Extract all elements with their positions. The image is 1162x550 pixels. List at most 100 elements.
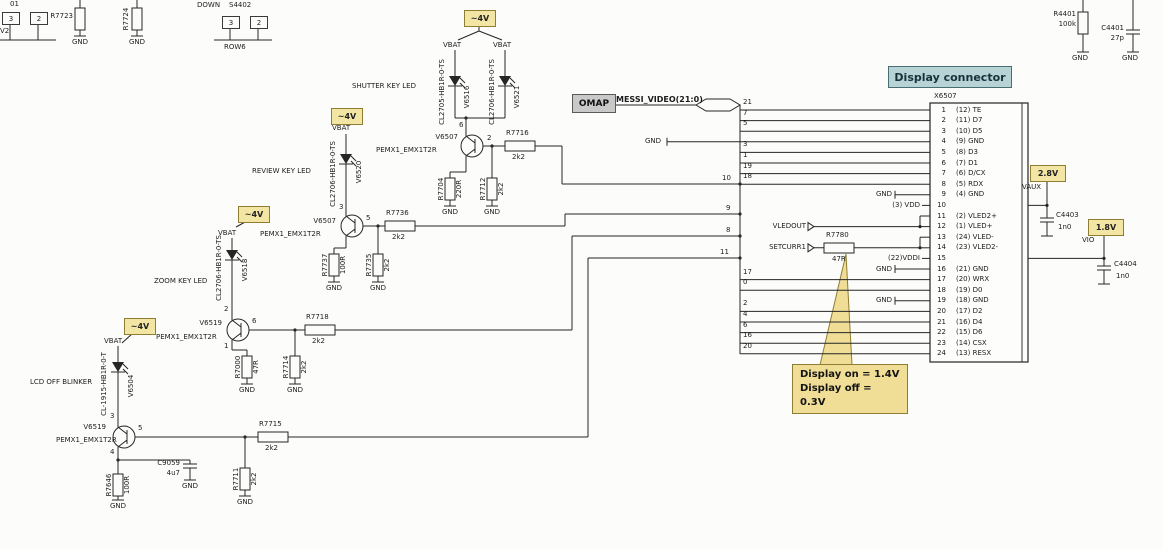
resistor-value: 100R [123,475,131,495]
bus-bit-number: 6 [743,320,748,329]
connector-pin-number: 16 [937,264,946,273]
rail-4v-label: ~4V [464,10,496,27]
bus-net-name: MESSI_VIDEO(21:0) [616,95,703,104]
resistor-ref: R7000 [234,355,242,379]
transistor-symbols [112,134,484,449]
resistor-value: 2k2 [312,337,325,345]
gnd-label: GND [129,38,146,46]
connector-pin-number: 6 [941,158,946,167]
connector-pin-function: (23) VLED2- [956,243,999,252]
connector-pin-function: (14) CSX [956,338,987,347]
frag-net-label: V2 [0,27,10,35]
resistor-value: 2k2 [392,233,405,241]
bus-bit-number: 19 [743,161,752,170]
led-ref: V6504 [127,374,135,398]
group-title: SHUTTER KEY LED [352,82,416,90]
connector-pin-number: 18 [937,285,946,294]
resistor-value: 47R [832,255,846,263]
connector-pin-number: 15 [937,253,946,262]
switch-ref: S4402 [229,1,252,9]
bus-bit-number: 0 [743,278,748,287]
bus-bit-number: 7 [743,108,748,117]
bus-bit-number: 2 [743,299,748,308]
connector-pin-number: 23 [937,338,946,347]
connector-pin-number: 11 [937,211,946,220]
junction-dots [116,116,1106,462]
bus-bit-number: 11 [720,248,729,256]
capacitor-value: 27p [1110,34,1124,42]
resistor-ref: R7723 [50,12,73,20]
vbat-label: VBAT [332,124,351,132]
gnd-label: GND [1072,54,1089,62]
connector-pin-function: (12) TE [956,105,982,114]
connector-pin-function: (6) D/CX [956,169,986,178]
connector-pin-function: (15) D6 [956,328,983,337]
connector-pin-function: (9) GND [956,137,985,146]
capacitor-ref: C9059 [157,459,180,467]
gnd-label: GND [326,284,343,292]
omap-block-label: OMAP [572,94,616,113]
bus-bit-number: 17 [743,267,752,276]
connector-ref: X6507 [934,92,957,100]
rail-2v8-label: 2.8V [1030,165,1066,182]
resistor-value: 2k2 [497,182,505,196]
connector-pin-number: 17 [937,275,946,284]
bus-bit-number: 5 [743,119,748,128]
setcurr1-flag [807,242,815,253]
connector-pin-function: (19) D0 [956,285,983,294]
resistor-value: 2k2 [250,472,258,486]
connector-pin-function: (18) GND [956,296,989,305]
resistor-ref: R7718 [306,313,329,321]
resistor-ref: R4401 [1053,10,1076,18]
gnd-label: GND [875,264,892,273]
connector-pin-function: (16) D4 [956,317,983,326]
connector-pin-function: (5) RDX [956,179,984,188]
bus-bit-number: 4 [743,310,748,318]
connector-pin-function: (24) VLED- [956,232,994,241]
resistor-value: 100k [1058,20,1076,28]
resistor-ref: R7737 [321,253,329,277]
connector-pin-function: (11) D7 [956,116,983,125]
group-title: LCD OFF BLINKER [30,378,93,386]
transistor-pin: 6 [459,121,464,129]
resistor-ref: R7716 [506,129,529,137]
bus-bit-number: 8 [726,226,731,234]
led-ref: V6520 [355,160,363,184]
group-title: REVIEW KEY LED [252,167,311,175]
connector-pin-number: 22 [937,328,946,337]
led-symbols [112,76,511,372]
connector-pin-wires [666,109,930,355]
connector-pin-number: 24 [937,349,946,358]
connector-pin-number: 1 [941,105,946,114]
capacitor-ref: C4403 [1056,211,1079,219]
resistor-ref: R7646 [105,473,113,497]
led-ref: V6516 [463,85,471,109]
vbat-label: VBAT [443,41,462,49]
resistor-ref: R7704 [437,177,445,201]
connector-pin-function: (2) VLED2+ [956,211,997,220]
resistor-ref: R7736 [386,209,409,217]
connector-pin-number: 4 [941,137,946,146]
connector-pin-function: (8) D3 [956,147,978,156]
connector-pin-number: 14 [937,243,946,252]
transistor-ref: V6519 [83,423,106,431]
vledout-flag [807,221,815,232]
transistor-pin: 4 [110,448,115,456]
gnd-label: GND [370,284,387,292]
gnd-label: GND [875,190,892,199]
gnd-label: GND [110,502,127,510]
transistor-pin: 1 [224,342,229,350]
bus-bit-number: 10 [722,174,731,182]
connector-pin-number: 7 [941,169,946,178]
resistor-value: 2k2 [512,153,525,161]
gnd-label: GND [237,498,254,506]
rail-4v-label: ~4V [238,206,270,223]
connector-pin-function: (7) D1 [956,158,978,167]
resistor-ref: R7714 [282,355,290,379]
transistor-ref: V6519 [199,319,222,327]
transistor-pin: 2 [224,305,229,313]
transistor-part: PEMX1_EMX1T2R [156,333,217,341]
down-key-label: DOWN [197,1,221,9]
resistor-value: 2k2 [265,444,278,452]
